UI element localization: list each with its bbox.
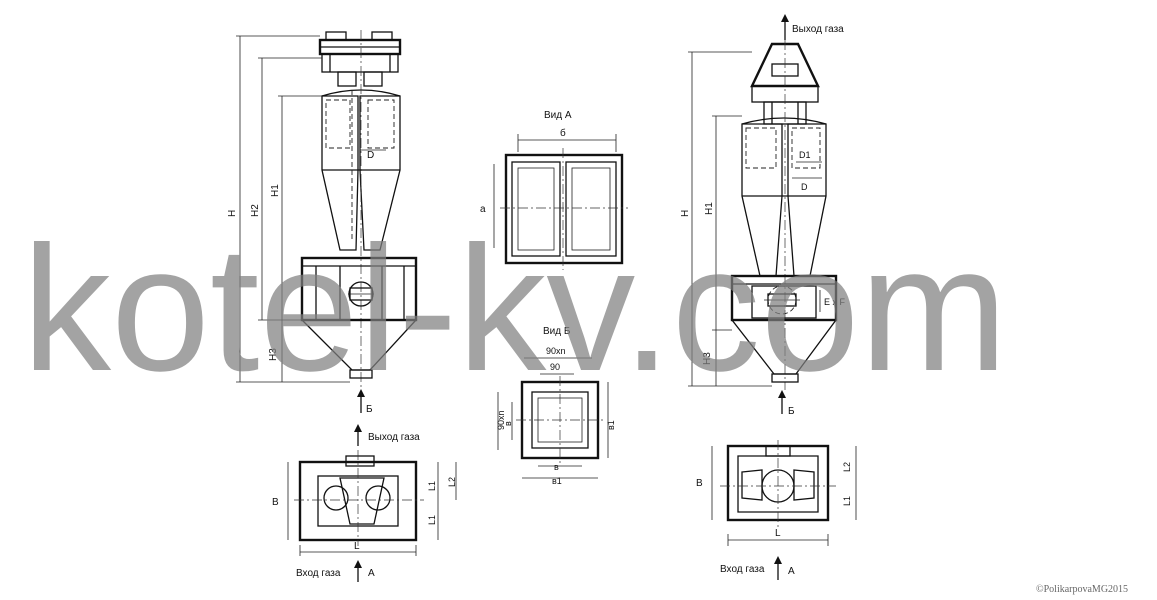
left-plan-l1-top-label: L1 — [427, 481, 437, 491]
left-h3-label: H3 — [268, 348, 279, 361]
left-height-label: H — [227, 210, 238, 217]
left-plan-length-label: L — [354, 541, 360, 552]
right-cyclone-plan: L B L2 L1 Вход газа А — [696, 440, 857, 580]
copyright-text: ©PolikarpovaMG2015 — [1036, 584, 1128, 595]
left-plan-l1-bottom-label: L1 — [427, 515, 437, 525]
right-h3-label: H3 — [702, 352, 713, 365]
right-arrow-a-label: А — [788, 566, 795, 577]
view-b-outer-label: 90хn — [546, 346, 566, 356]
left-cyclone-elevation: D Б H H2 H1 H3 — [227, 30, 418, 415]
right-h1-label: H1 — [704, 202, 715, 215]
left-plan-width-label: B — [272, 497, 279, 508]
view-b-title: Вид Б — [543, 326, 571, 337]
right-d1-label: D1 — [799, 150, 811, 160]
view-b: Вид Б 90хn 90 в в1 90хn в в1 — [496, 326, 616, 486]
watermark-text: kotel-kv.com — [22, 209, 1008, 408]
right-gas-inlet-label: Вход газа — [720, 564, 765, 575]
right-plan-width-label: B — [696, 478, 703, 489]
left-h2-label: H2 — [250, 204, 261, 217]
left-gas-outlet-label: Выход газа — [368, 432, 420, 443]
view-a-width-label: б — [560, 127, 566, 139]
view-a: Вид А б а — [480, 110, 628, 270]
left-diameter-label: D — [367, 150, 374, 161]
left-arrow-b-label: Б — [366, 404, 373, 415]
right-plan-l2-label: L2 — [842, 462, 852, 472]
right-d-label: D — [801, 182, 808, 192]
left-cyclone-plan: L B L1 L1 L2 Вход газа А — [272, 450, 457, 582]
view-b-side-total-label: в1 — [606, 420, 616, 430]
view-b-side-inner-label: в — [503, 421, 513, 426]
view-b-total-label: в1 — [552, 476, 562, 486]
right-flange-size-label: E х F — [824, 297, 846, 307]
left-arrow-a-label: А — [368, 568, 375, 579]
right-cyclone-elevation: Выход газа D1 D E х F Б — [680, 14, 846, 417]
left-h1-label: H1 — [270, 184, 281, 197]
view-b-inner-label: в — [554, 462, 559, 472]
right-height-label: H — [680, 210, 691, 217]
right-plan-length-label: L — [775, 528, 781, 539]
right-arrow-b-label: Б — [788, 406, 795, 417]
left-plan-outlet-callout: Выход газа — [354, 424, 420, 446]
view-a-title: Вид А — [544, 110, 572, 121]
view-a-height-label: а — [480, 204, 486, 215]
left-gas-inlet-label: Вход газа — [296, 568, 341, 579]
view-b-pitch-label: 90 — [550, 362, 560, 372]
view-b-side-outer-label: 90хn — [496, 410, 506, 430]
right-gas-outlet-label: Выход газа — [792, 24, 844, 35]
left-plan-l2-label: L2 — [447, 477, 457, 487]
right-plan-l1-label: L1 — [842, 496, 852, 506]
